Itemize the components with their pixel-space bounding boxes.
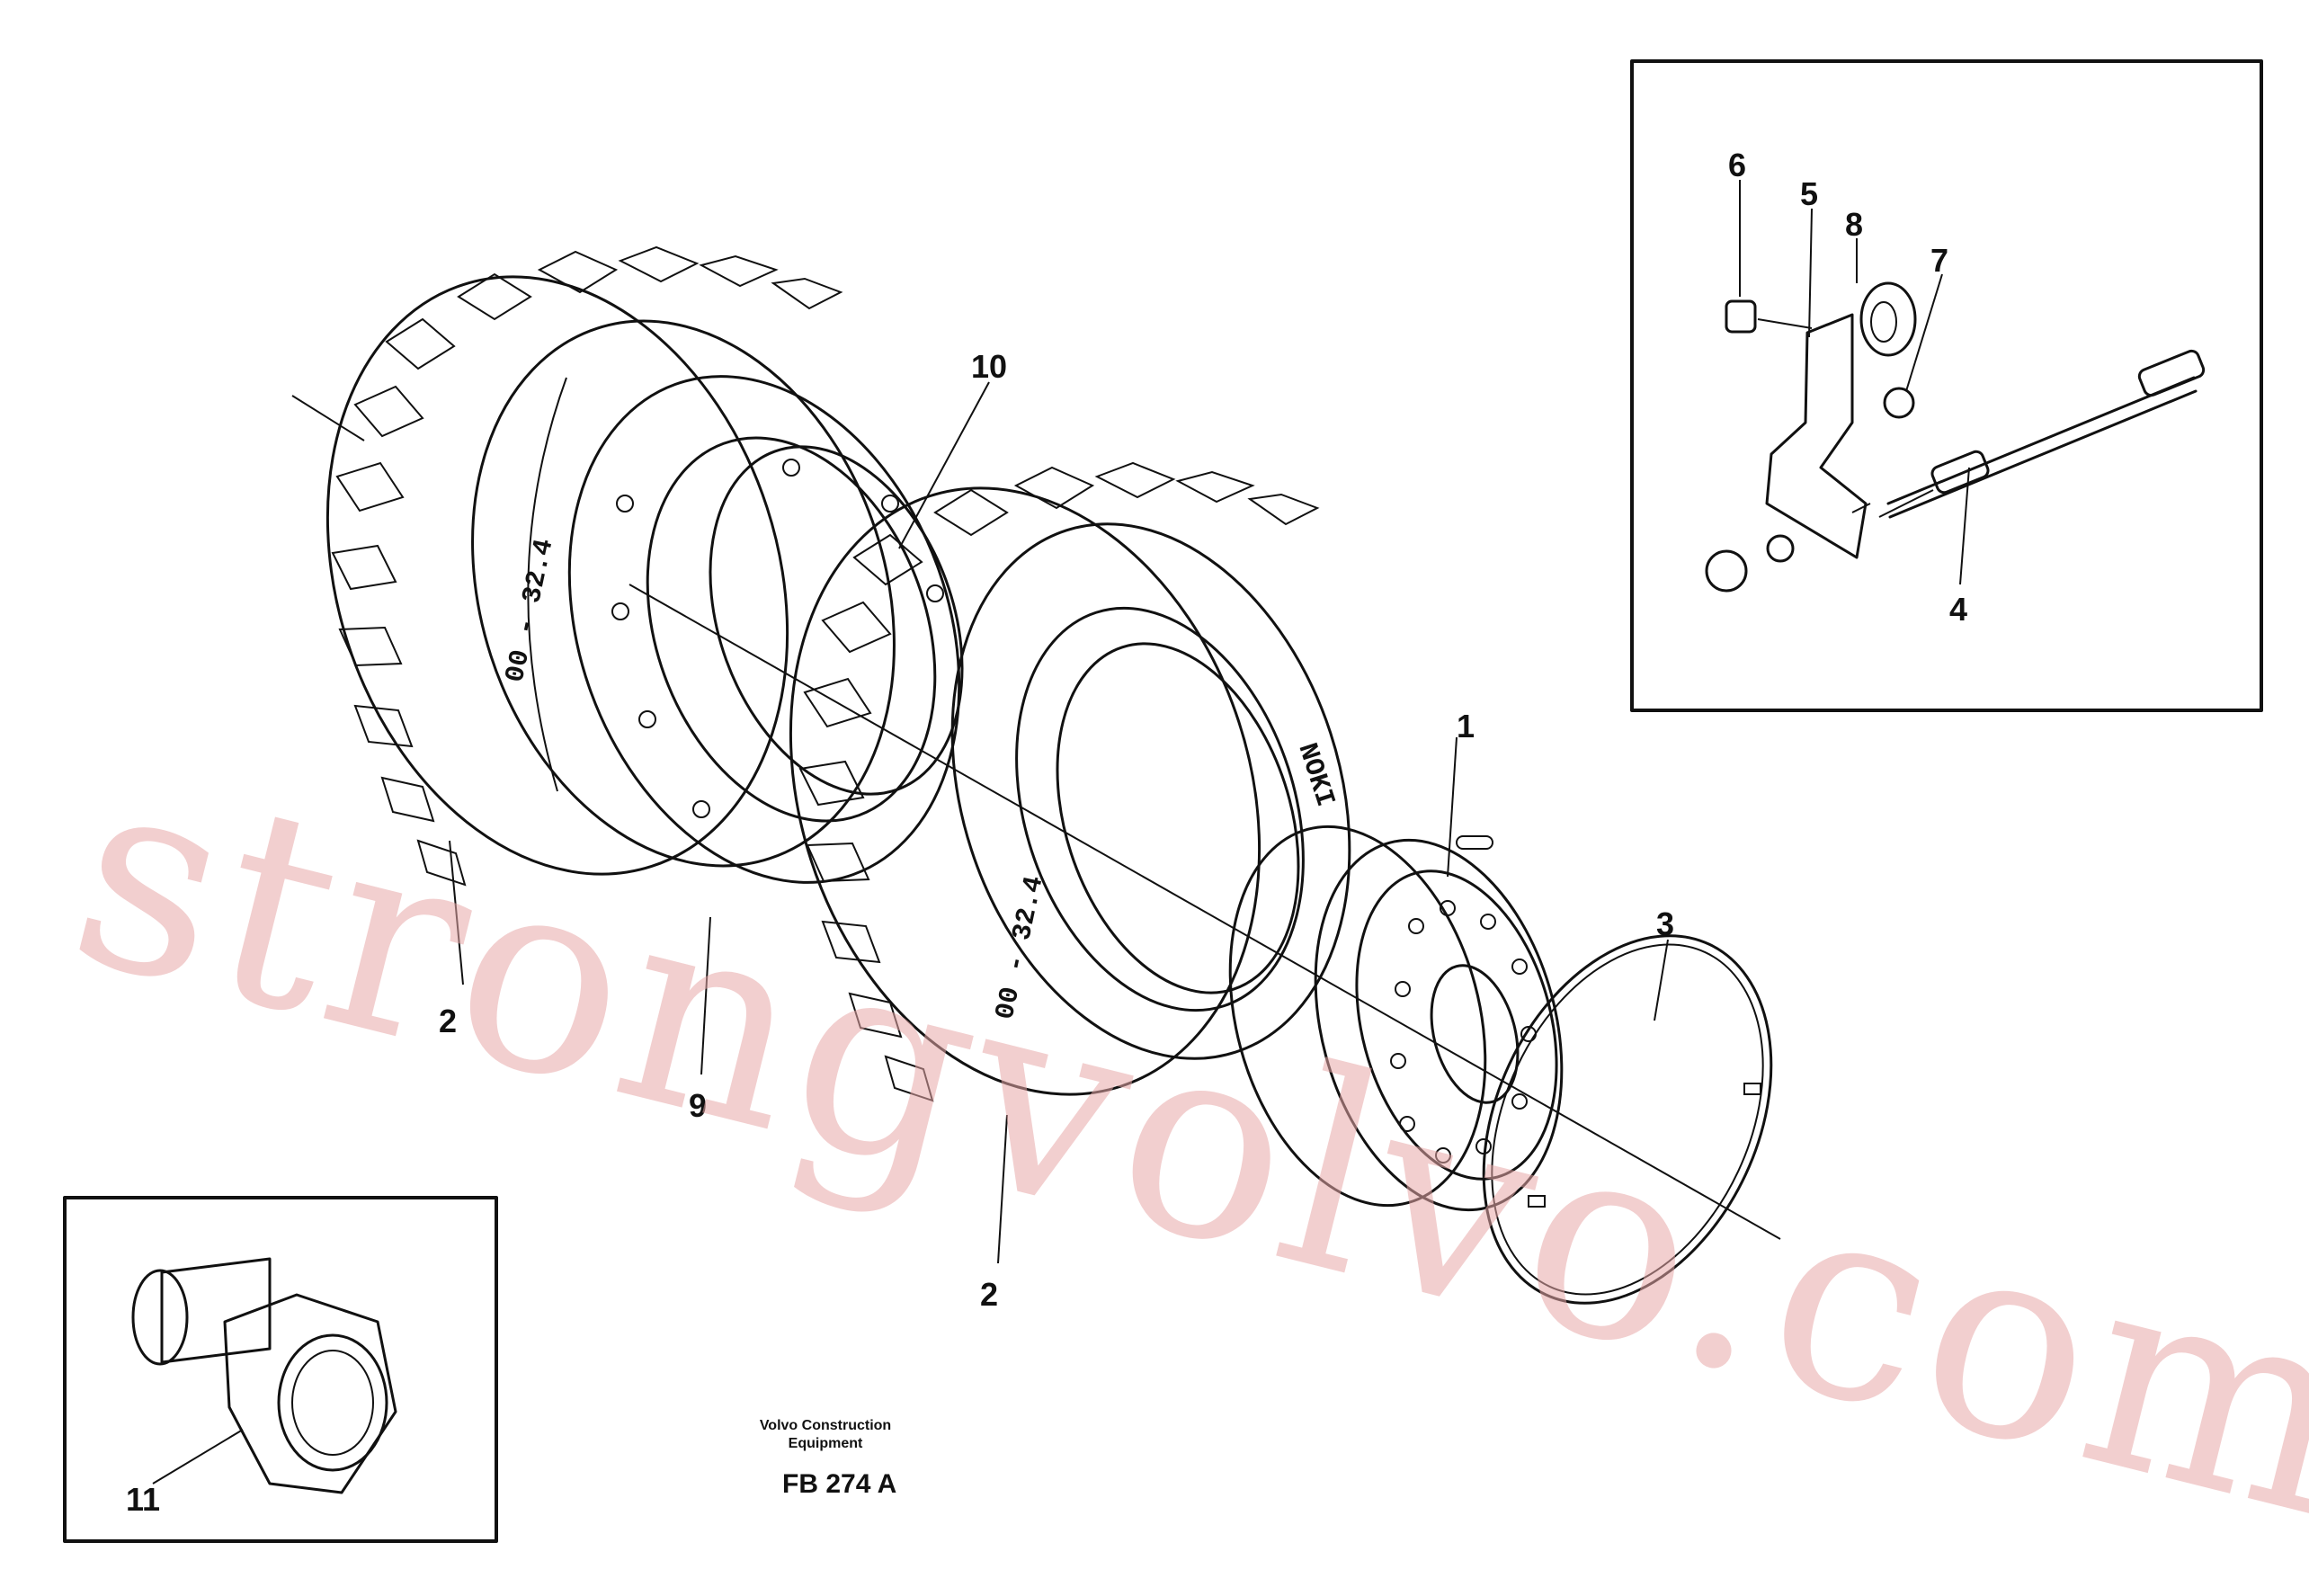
watermark: strongvolvo.com xyxy=(48,710,2309,1579)
lock-ring-3 xyxy=(1482,934,1773,1305)
figure-code: FB 274 A xyxy=(782,1469,896,1499)
callout-4: 4 xyxy=(1949,591,1967,628)
callout-9: 9 xyxy=(689,1087,707,1124)
assembly-axis-line xyxy=(629,584,1781,1240)
callout-1: 1 xyxy=(1457,708,1475,745)
rear-tire-sidewall-marking: 00 - 32.4 xyxy=(501,537,561,686)
nut-inset xyxy=(63,1196,498,1543)
callout-7: 7 xyxy=(1930,242,1948,279)
callout-11: 11 xyxy=(126,1481,160,1518)
valve-inset xyxy=(1630,59,2263,712)
callout-2-front: 2 xyxy=(980,1276,998,1313)
callout-5: 5 xyxy=(1800,175,1818,212)
leader-lines xyxy=(152,180,1970,1485)
caption-line-1: Volvo Construction xyxy=(760,1418,891,1433)
callout-6: 6 xyxy=(1728,147,1746,183)
caption-line-2: Equipment xyxy=(789,1436,863,1451)
callout-2-rear: 2 xyxy=(439,1003,457,1039)
callout-3: 3 xyxy=(1656,905,1674,942)
callout-10: 10 xyxy=(971,348,1007,385)
spacer-rim-10 xyxy=(567,375,964,884)
callout-8: 8 xyxy=(1845,206,1863,243)
rear-tire: 00 - 32.4 xyxy=(325,245,896,887)
